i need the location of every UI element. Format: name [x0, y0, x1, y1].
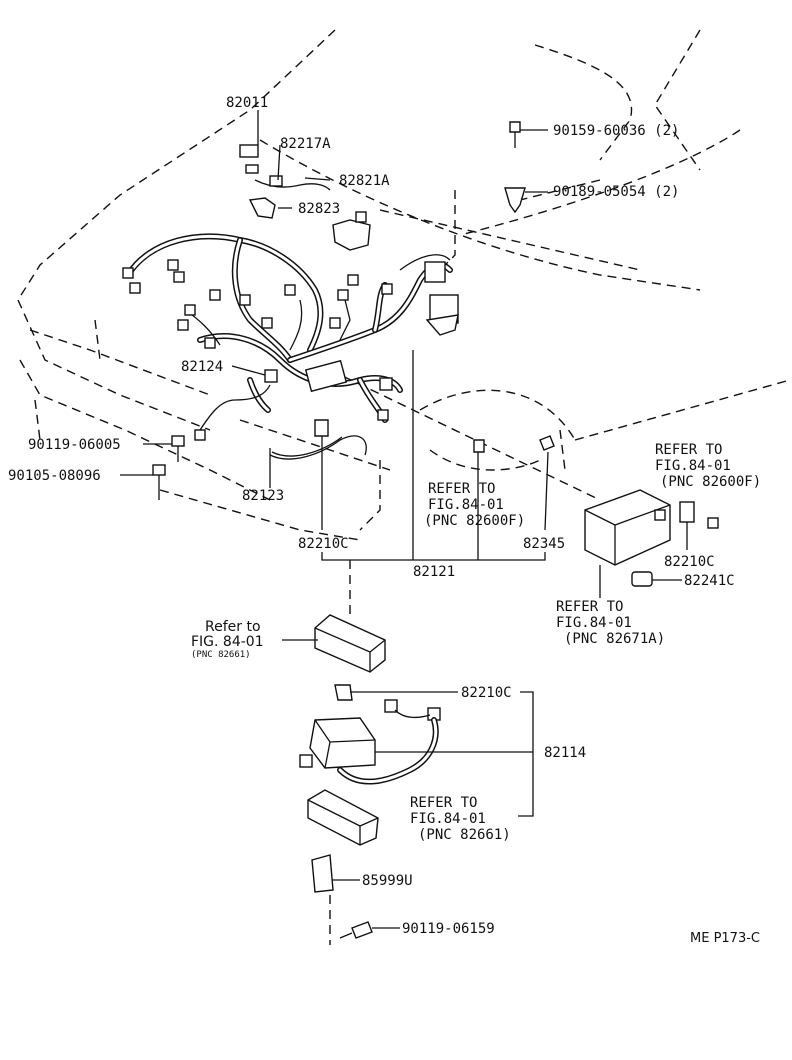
callout-82114: 82114 [544, 745, 587, 761]
callout-82241c: 82241C [684, 573, 735, 589]
ref-mid-line2: FIG.84-01 [428, 497, 504, 513]
ref-right-bottom-line2: FIG.84-01 [556, 615, 632, 631]
ref-right-top-line2: FIG.84-01 [655, 458, 731, 474]
callout-82210c-relay: 82210C [664, 554, 715, 570]
ref-left-line2: FIG. 84-01 [191, 634, 264, 650]
callout-82124: 82124 [181, 359, 224, 375]
ref-mid-line1: REFER TO [428, 481, 496, 497]
callout-85999u: 85999U [362, 873, 413, 889]
callout-82821a: 82821A [339, 173, 390, 189]
ref-bottom-line1: REFER TO [410, 795, 478, 811]
figure-code: ME P173-C [690, 931, 760, 946]
ref-right-bottom-line3: (PNC 82671A) [564, 631, 666, 647]
callout-82123: 82123 [242, 488, 285, 504]
callout-82210c-lower: 82210C [461, 685, 512, 701]
ref-bottom-line3: (PNC 82661) [418, 827, 511, 843]
ref-mid-line3: (PNC 82600F) [424, 513, 526, 529]
callout-82011: 82011 [226, 95, 269, 111]
callout-82217a: 82217A [280, 136, 331, 152]
ref-right-bottom-line1: REFER TO [556, 599, 624, 615]
callout-82210c-engine: 82210C [298, 536, 349, 552]
ref-right-top-line1: REFER TO [655, 442, 723, 458]
callout-82345: 82345 [523, 536, 566, 552]
ref-left-line3: (PNC 82661) [191, 650, 251, 660]
ref-right-top-line3: (PNC 82600F) [660, 474, 762, 490]
callout-82121: 82121 [413, 564, 456, 580]
callout-82823: 82823 [298, 201, 341, 217]
callout-90159-60036: 90159-60036 (2) [553, 123, 680, 139]
callout-90119-06159: 90119-06159 [402, 921, 495, 937]
callout-90189-05054: 90189-05054 (2) [553, 184, 680, 200]
callout-90119-06005: 90119-06005 [28, 437, 121, 453]
callout-90105-08096: 90105-08096 [8, 468, 101, 484]
ref-left-line1: Refer to [205, 619, 261, 635]
ref-bottom-line2: FIG.84-01 [410, 811, 486, 827]
